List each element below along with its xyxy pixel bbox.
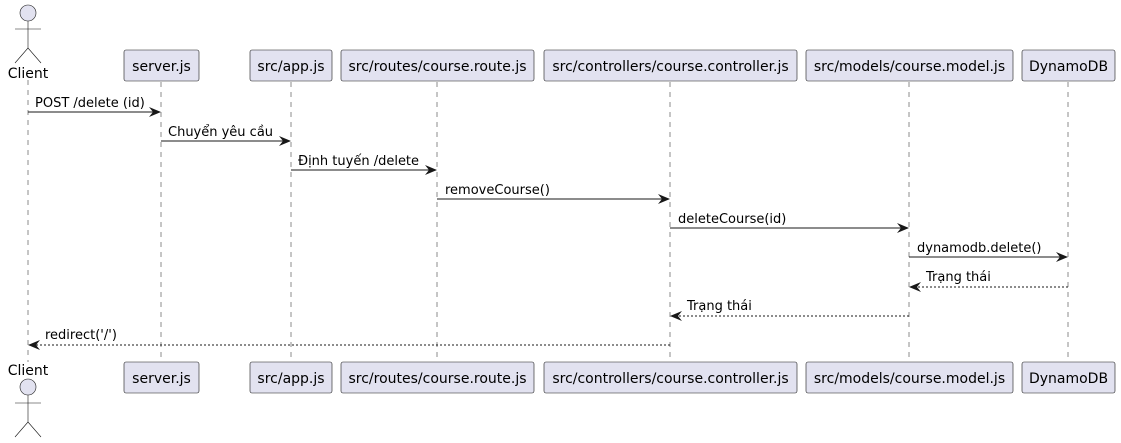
participant-model-top: src/models/course.model.js: [805, 49, 1014, 82]
participant-label: src/app.js: [257, 371, 324, 387]
participant-server-bottom: server.js: [123, 361, 200, 394]
participant-box: [249, 361, 333, 394]
participant-box: [1021, 49, 1116, 82]
participant-box: [1021, 361, 1116, 394]
participant-label: src/routes/course.route.js: [348, 59, 526, 75]
participant-label: src/models/course.model.js: [814, 371, 1005, 387]
participant-box: [543, 49, 798, 82]
message-label: Chuyển yêu cầu: [168, 125, 273, 140]
message-1: POST /delete (id): [28, 96, 161, 117]
message-label: Trạng thái: [925, 270, 991, 285]
message-2: Chuyển yêu cầu: [161, 125, 291, 146]
participant-label: src/models/course.model.js: [814, 59, 1005, 75]
actor-head-icon: [19, 378, 37, 396]
participant-box: [340, 49, 535, 82]
participant-dynamodb-bottom: DynamoDB: [1021, 361, 1116, 394]
participant-box: [123, 361, 200, 394]
message-8: Trạng thái: [670, 299, 909, 321]
participant-box: [123, 49, 200, 82]
actor-label-top: Client: [8, 66, 49, 82]
actor-label-bottom: Client: [8, 363, 49, 379]
actor-client-bottom: Client: [8, 363, 49, 438]
participant-app-bottom: src/app.js: [249, 361, 333, 394]
participant-app-top: src/app.js: [249, 49, 333, 82]
participant-box: [340, 361, 535, 394]
participant-dynamodb-top: DynamoDB: [1021, 49, 1116, 82]
message-label: Định tuyến /delete: [298, 154, 419, 169]
actor-client-top: Client: [8, 4, 49, 82]
participant-box: [805, 49, 1014, 82]
message-label: POST /delete (id): [35, 96, 145, 111]
message-label: Trạng thái: [686, 299, 752, 314]
message-6: dynamodb.delete(): [909, 241, 1068, 262]
participant-box: [249, 49, 333, 82]
participant-label: src/app.js: [257, 59, 324, 75]
participant-controller-bottom: src/controllers/course.controller.js: [543, 361, 798, 394]
participant-box: [805, 361, 1014, 394]
participant-route-top: src/routes/course.route.js: [340, 49, 535, 82]
message-label: removeCourse(): [445, 183, 550, 198]
participant-server-top: server.js: [123, 49, 200, 82]
actor-body-icon: [14, 395, 42, 438]
participant-label: server.js: [132, 371, 191, 387]
participant-box: [543, 361, 798, 394]
message-3: Định tuyến /delete: [291, 154, 437, 175]
message-5: deleteCourse(id): [670, 212, 909, 233]
message-label: deleteCourse(id): [678, 212, 786, 227]
participant-model-bottom: src/models/course.model.js: [805, 361, 1014, 394]
participant-label: DynamoDB: [1029, 59, 1108, 75]
message-label: dynamodb.delete(): [917, 241, 1042, 256]
participant-label: server.js: [132, 59, 191, 75]
message-label: redirect('/'): [45, 328, 117, 343]
participant-controller-top: src/controllers/course.controller.js: [543, 49, 798, 82]
actor-head-icon: [19, 4, 37, 22]
participant-label: src/routes/course.route.js: [348, 371, 526, 387]
message-4: removeCourse(): [437, 183, 670, 204]
participant-label: src/controllers/course.controller.js: [552, 371, 788, 387]
participant-label: src/controllers/course.controller.js: [552, 59, 788, 75]
message-9: redirect('/'): [28, 328, 670, 350]
message-7: Trạng thái: [909, 270, 1068, 292]
participant-label: DynamoDB: [1029, 371, 1108, 387]
lifelines: [27, 80, 1069, 362]
participant-route-bottom: src/routes/course.route.js: [340, 361, 535, 394]
actor-body-icon: [14, 21, 42, 64]
